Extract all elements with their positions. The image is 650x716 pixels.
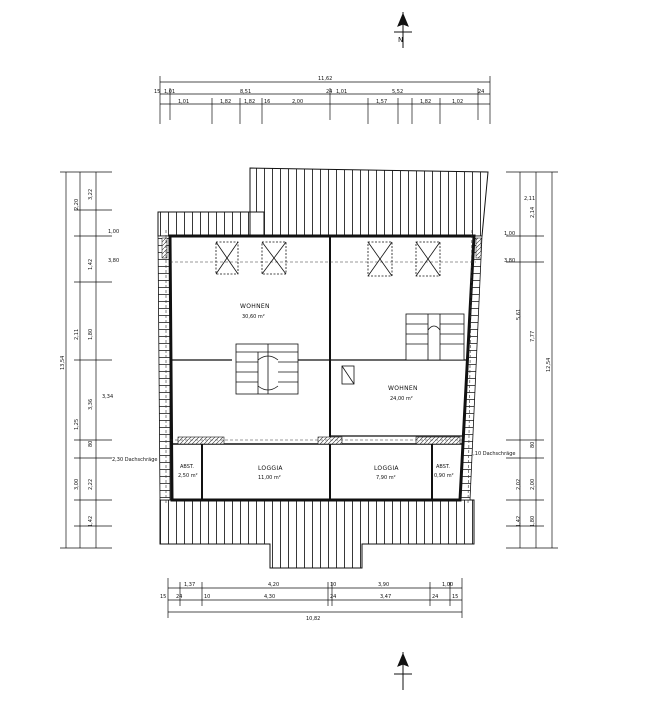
dim-top-r1-1: 1,01 [164, 89, 175, 95]
room-area-loggia-right: 7,90 m² [376, 475, 396, 481]
roof-bottom [159, 499, 475, 569]
left-dimension-chain [60, 171, 112, 549]
north-arrow-bottom [394, 652, 412, 690]
dim-top-r1-0: 15 [154, 89, 160, 95]
top-dimension-chain [159, 76, 491, 124]
dim-left-11: 3,00 [74, 479, 80, 490]
roof-top [157, 167, 489, 237]
outer-walls [168, 234, 476, 502]
left-dims-rotated: 2,20 3,22 1,42 2,11 1,80 13,54 3,36 1,25… [60, 189, 94, 527]
dim-bot-r1-1: 4,20 [268, 582, 279, 588]
dim-left-2: 2,20 [74, 199, 80, 210]
dim-top-r1-4: 1,01 [336, 89, 347, 95]
dim-left-6: 1,80 [88, 329, 94, 340]
dim-top-r1-2: 8,51 [240, 89, 251, 95]
dim-right-1: 3,80 [504, 258, 515, 264]
skylight-4 [415, 241, 441, 277]
dim-left-1: 3,80 [108, 258, 119, 264]
dim-bot-r2-3: 4,30 [264, 594, 275, 600]
bottom-dimension-chain [167, 578, 463, 618]
dim-overall-bottom: 10,82 [306, 616, 320, 622]
room-area-loggia-left: 11,00 m² [258, 475, 281, 481]
dim-bot-r1-0: 1,37 [184, 582, 195, 588]
north-arrow-label: N [398, 36, 403, 44]
height-note-left: 2,30 Dachschräge [112, 457, 157, 463]
room-name-wohnen-right: WOHNEN [388, 385, 418, 392]
dim-bot-r1-4: 1,00 [442, 582, 453, 588]
dim-right-3: 2,14 [530, 207, 536, 218]
skylight-1 [215, 241, 239, 275]
dim-left-12: 2,22 [88, 479, 94, 490]
dim-top-r1-6: 24 [478, 89, 484, 95]
room-name-abst-left: ABST. [180, 464, 194, 470]
dim-bot-r2-0: 15 [160, 594, 166, 600]
dim-top-r2-6: 1,82 [420, 99, 431, 105]
dim-bot-r1-2: 10 [330, 582, 336, 588]
skylights [215, 241, 441, 277]
room-name-abst-right: ABST. [436, 464, 450, 470]
dim-top-r2-5: 1,57 [376, 99, 387, 105]
dim-left-5: 2,11 [74, 329, 80, 340]
dim-bot-r2-4: 24 [330, 594, 336, 600]
dim-right-10: 1,42 [516, 516, 522, 527]
dim-right-4: 5,61 [516, 309, 522, 320]
dim-top-r1-5: 5,52 [392, 89, 403, 95]
dim-bot-r2-2: 10 [204, 594, 210, 600]
staircase-right [405, 313, 465, 361]
dim-top-r2-0: 1,01 [178, 99, 189, 105]
dim-right-0: 1,00 [504, 231, 515, 237]
dim-right-11: 1,80 [530, 516, 536, 527]
dim-left-8: 1,25 [74, 419, 80, 430]
room-name-wohnen-left: WOHNEN [240, 303, 270, 310]
dim-right-6: 12,54 [546, 358, 552, 372]
dim-right-8: 2,02 [516, 479, 522, 490]
room-area-abst-left: 2,50 m² [178, 473, 198, 479]
dim-right-9: 2,00 [530, 479, 536, 490]
wall-hatch [161, 237, 482, 445]
staircase-left [235, 343, 299, 395]
room-name-loggia-left: LOGGIA [258, 465, 283, 472]
chimney [341, 365, 355, 385]
right-dimension-chain [506, 171, 558, 549]
dim-right-5: 7,77 [530, 331, 536, 342]
north-arrow-top: N [394, 12, 412, 48]
dim-left-7: 3,36 [88, 399, 94, 410]
right-dims-rotated: 2,14 5,61 7,77 12,54 80 2,02 2,00 1,42 1… [516, 207, 552, 527]
dim-bot-r2-7: 15 [452, 594, 458, 600]
dim-overall-top: 11,62 [318, 76, 332, 82]
dim-left-3: 3,22 [88, 189, 94, 200]
roof-left-edge [157, 235, 171, 501]
skylight-3 [367, 241, 393, 277]
dim-bot-r2-6: 24 [432, 594, 438, 600]
dim-right-2: 2,11 [524, 196, 535, 202]
dim-top-r2-2: 1,82 [244, 99, 255, 105]
skylight-2 [261, 241, 287, 275]
dim-bot-r2-5: 3,47 [380, 594, 391, 600]
dim-left-4: 1,42 [88, 259, 94, 270]
room-area-abst-right: 0,90 m² [434, 473, 454, 479]
dim-top-r2-3: 16 [264, 99, 270, 105]
room-name-loggia-right: LOGGIA [374, 465, 399, 472]
dim-top-r2-4: 2,00 [292, 99, 303, 105]
dim-right-7: 80 [530, 442, 536, 448]
dim-top-r2-1: 1,82 [220, 99, 231, 105]
dim-bot-r2-1: 24 [176, 594, 182, 600]
room-area-wohnen-right: 24,00 m² [390, 396, 413, 402]
room-area-wohnen-left: 30,60 m² [242, 314, 265, 320]
dim-top-r2-7: 1,02 [452, 99, 463, 105]
dim-left-10: 80 [88, 441, 94, 447]
dim-left-0: 1,00 [108, 229, 119, 235]
dim-left-13: 1,42 [88, 516, 94, 527]
dim-left-14: 13,54 [60, 356, 66, 370]
dim-bot-r1-3: 3,90 [378, 582, 389, 588]
height-note-right: 2,10 Dachschräge [470, 451, 515, 457]
dashed-lines [165, 229, 476, 505]
dim-left-9: 3,34 [102, 394, 113, 400]
dim-top-r1-3: 24 [326, 89, 332, 95]
